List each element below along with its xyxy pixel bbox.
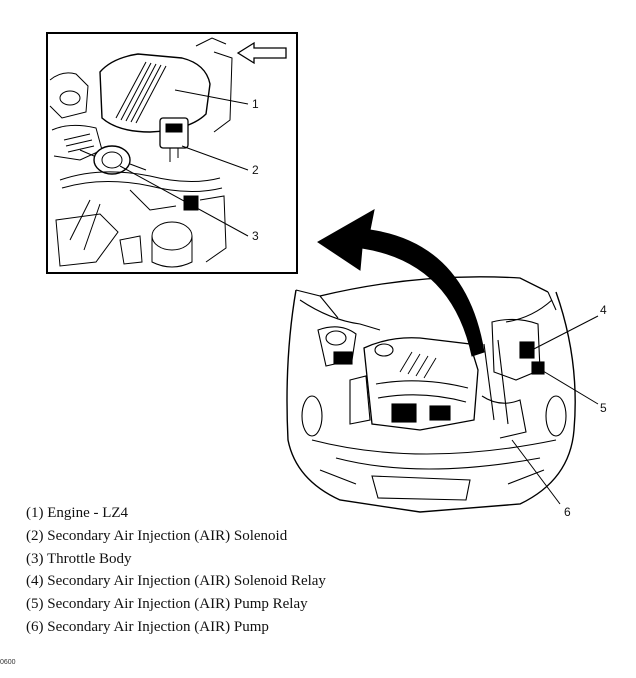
callout-1: 1 [252,97,259,111]
callout-3: 3 [252,229,259,243]
figure-code: 0600 [0,659,16,666]
car-front-view [286,276,576,513]
legend-item-air-pump-relay: (5) Secondary Air Injection (AIR) Pump R… [26,596,308,613]
front-direction-arrow-icon [236,41,287,65]
legend-item-air-solenoid-relay: (4) Secondary Air Injection (AIR) Soleno… [26,573,326,590]
component-legend: (1) Engine - LZ4 (2) Secondary Air Injec… [26,502,326,639]
zoom-reference-arrow-icon [317,209,485,357]
callout-5: 5 [600,401,607,415]
legend-item-engine: (1) Engine - LZ4 [26,505,129,521]
legend-item-throttle-body: (3) Throttle Body [26,550,132,567]
callout-6: 6 [564,505,571,519]
callout-2: 2 [252,163,259,177]
callout-4: 4 [600,303,607,317]
detail-inset: 1 2 3 [46,32,298,274]
legend-item-air-pump: (6) Secondary Air Injection (AIR) Pump [26,618,269,635]
legend-item-air-solenoid: (2) Secondary Air Injection (AIR) Soleno… [26,527,288,544]
